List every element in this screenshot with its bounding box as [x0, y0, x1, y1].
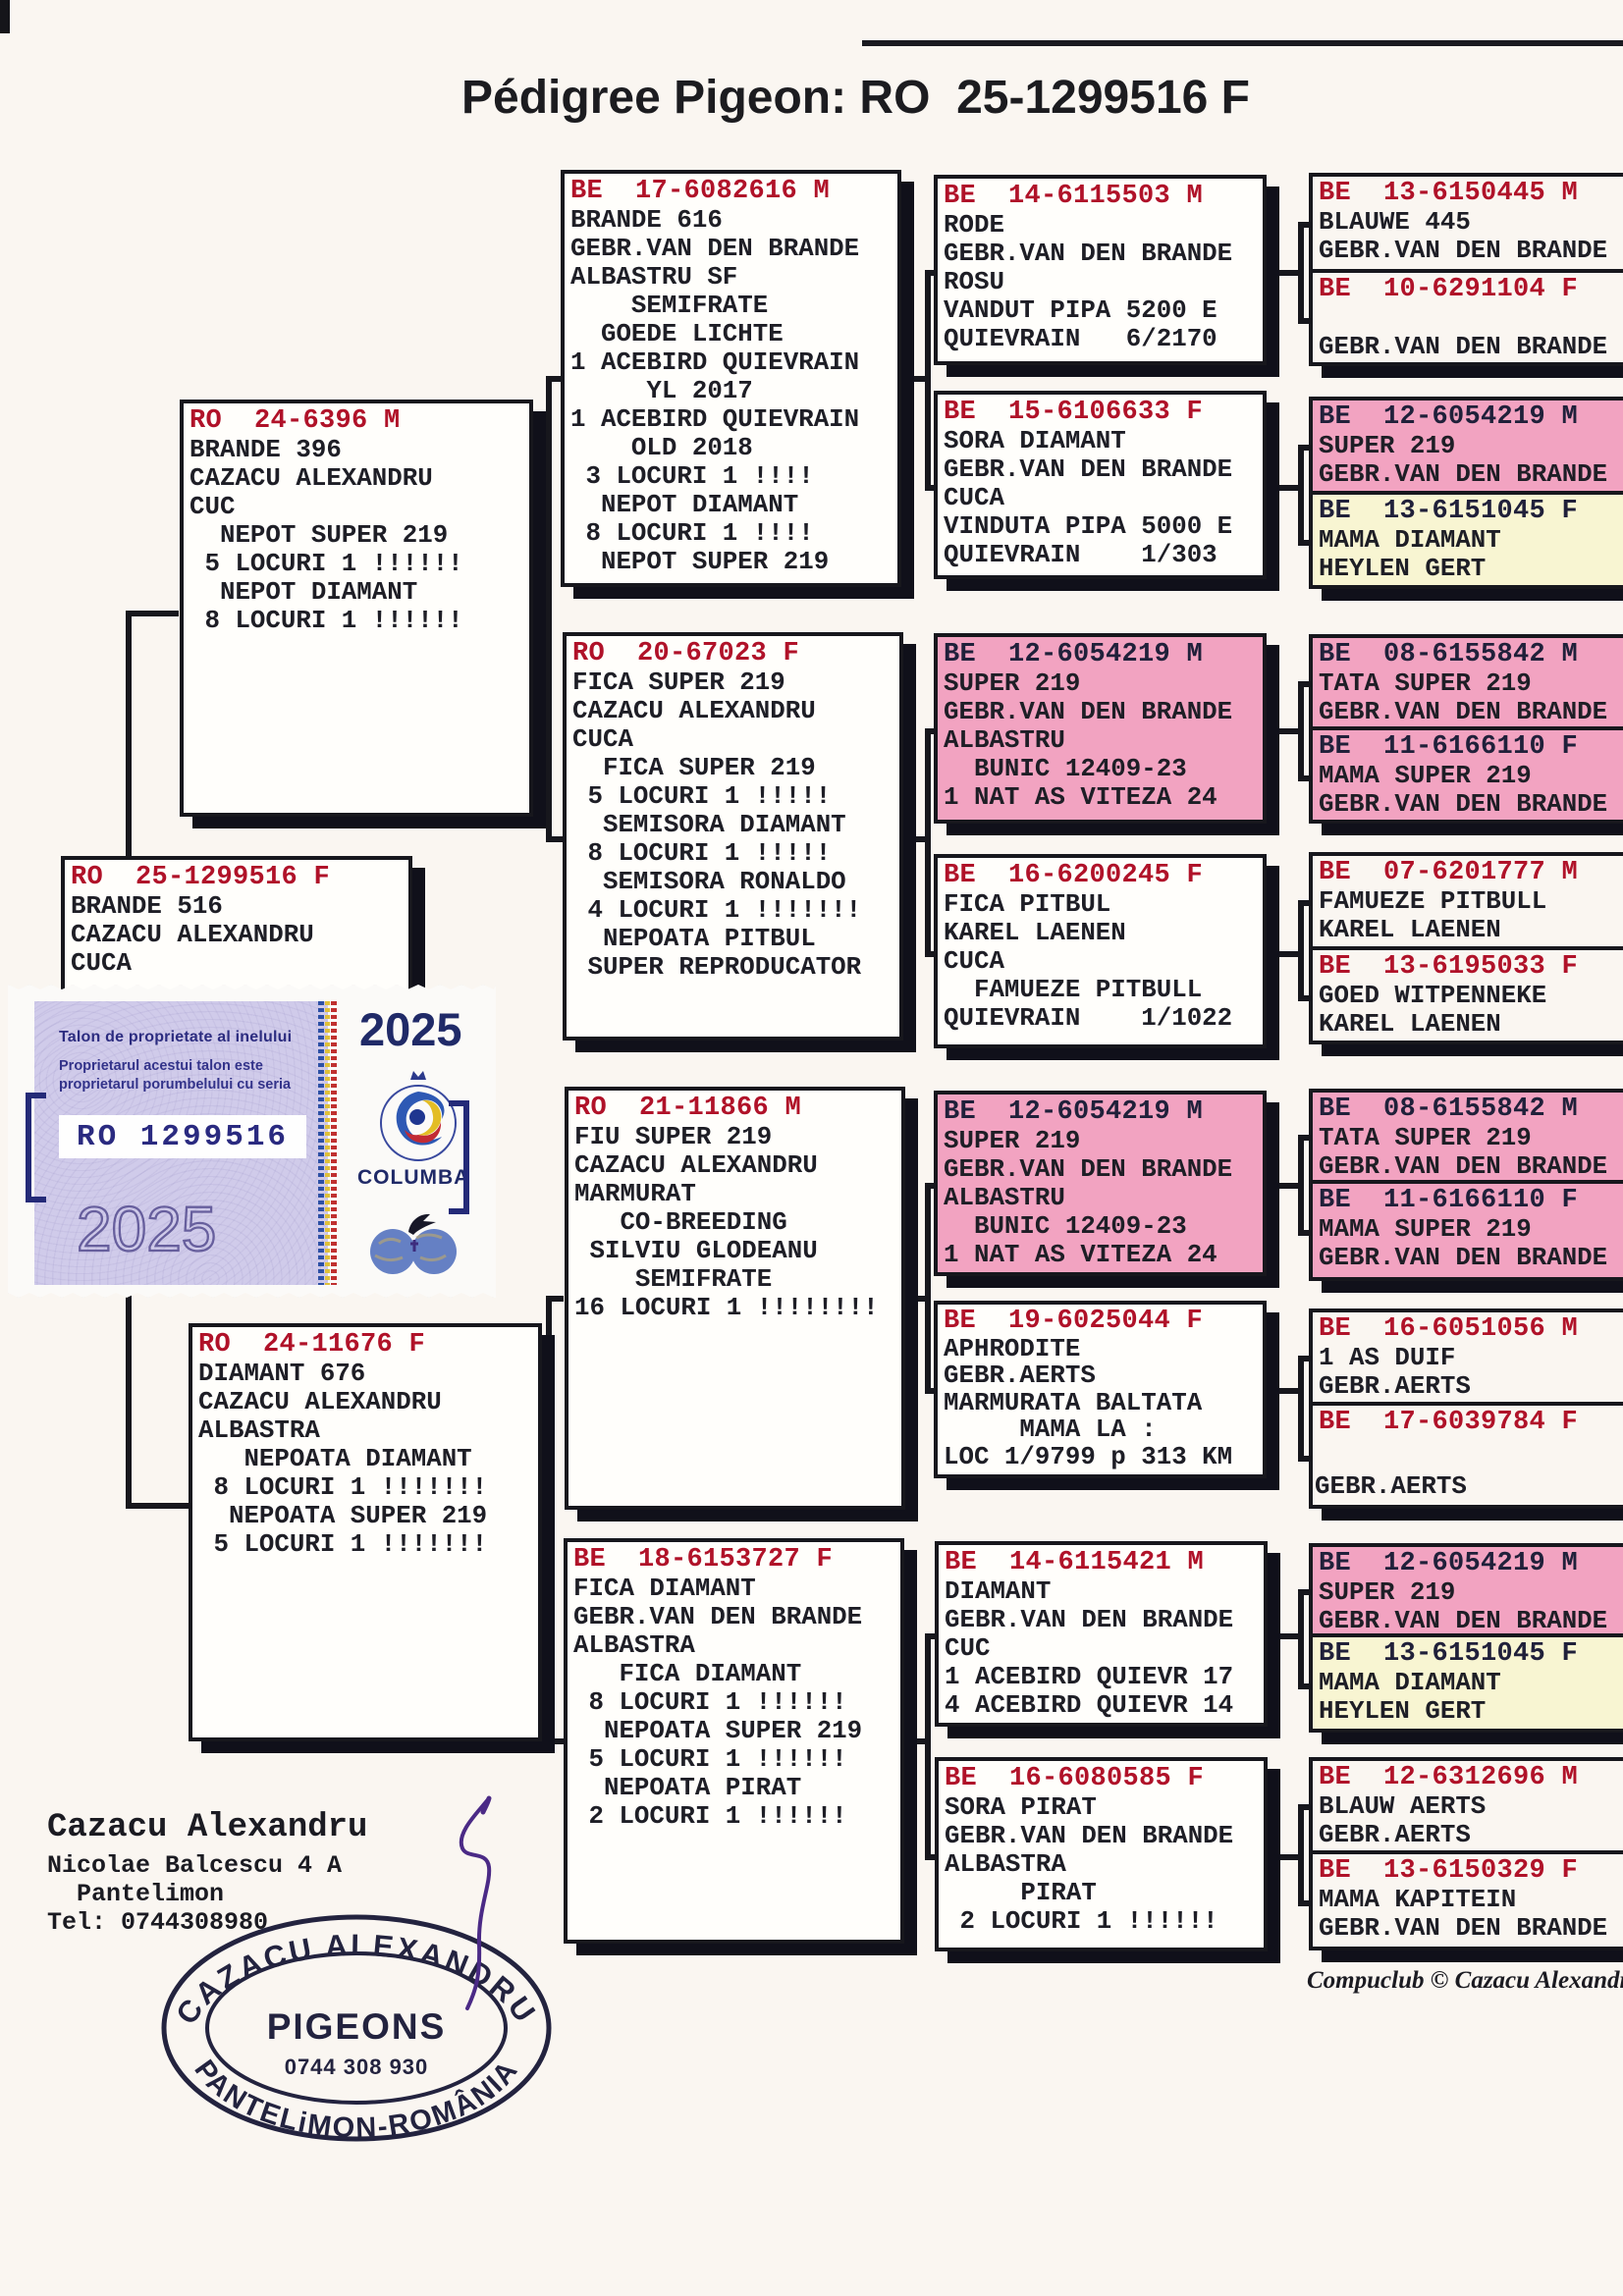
svg-text:0744 308 930: 0744 308 930 — [285, 2055, 429, 2079]
svg-text:PIGEONS: PIGEONS — [267, 2006, 447, 2047]
